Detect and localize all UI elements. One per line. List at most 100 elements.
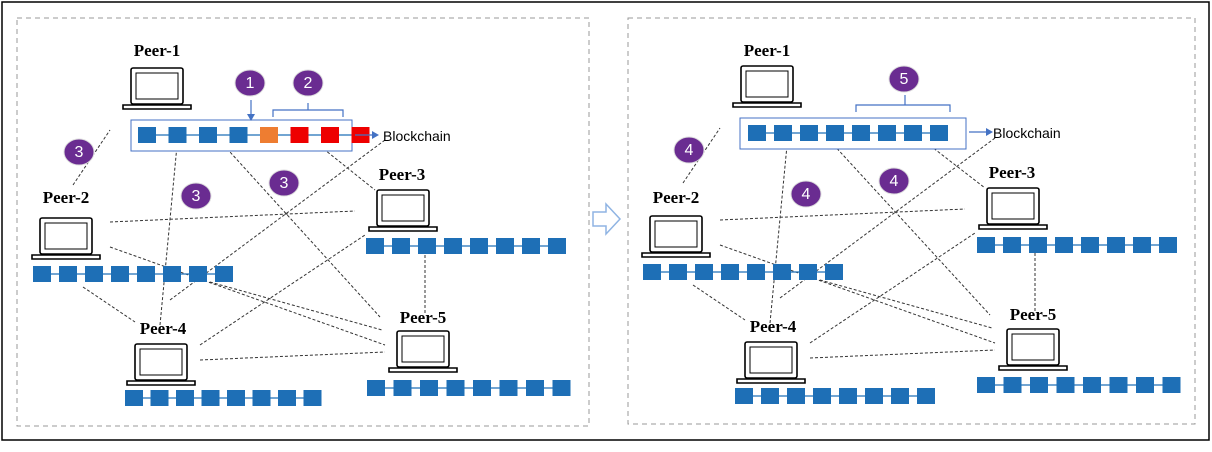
blockchain: [367, 380, 571, 396]
peer-link: [769, 134, 789, 324]
peer-link: [719, 244, 996, 344]
block: [227, 390, 245, 406]
laptop-base: [641, 252, 711, 258]
block: [813, 388, 831, 404]
block: [111, 266, 129, 282]
peer-link: [819, 279, 993, 329]
block: [446, 380, 465, 396]
peer-link: [159, 134, 179, 326]
block: [137, 266, 155, 282]
block: [1029, 237, 1047, 253]
peer-5-label: Peer-5: [1010, 305, 1057, 324]
laptop-display: [139, 348, 183, 376]
block: [552, 380, 571, 396]
laptop-base: [732, 102, 802, 108]
block: [1030, 377, 1048, 393]
laptop-icon: [736, 341, 806, 384]
block: [826, 125, 844, 141]
block: [201, 390, 220, 406]
block: [1081, 237, 1099, 253]
step-circle: [234, 69, 266, 97]
block: [748, 125, 766, 141]
peer-2-label: Peer-2: [43, 188, 90, 207]
blockchain: [366, 238, 566, 254]
laptop-display: [135, 72, 179, 100]
block: [420, 380, 438, 396]
peer-link: [109, 210, 356, 223]
block: [85, 266, 103, 282]
panel-left-border: [16, 17, 590, 427]
block: [33, 266, 51, 282]
step-marker: 3: [63, 138, 95, 166]
step-number: 2: [304, 75, 313, 92]
block: [473, 380, 491, 396]
step-marker: 4: [790, 180, 822, 208]
block: [444, 238, 462, 254]
right-arrow-icon: [592, 202, 622, 236]
block: [1109, 377, 1128, 393]
block: [59, 266, 77, 282]
block: [1056, 377, 1075, 393]
step-circle: [888, 65, 920, 93]
block: [1003, 377, 1022, 393]
peer-5-label: Peer-5: [400, 308, 447, 327]
laptop-icon: [732, 65, 802, 108]
peer-4-label: Peer-4: [750, 317, 797, 336]
block: [695, 264, 713, 280]
block: [176, 390, 194, 406]
block: [189, 266, 207, 282]
laptop-base: [736, 378, 806, 384]
laptop-icon: [368, 189, 438, 232]
block: [761, 388, 779, 404]
peer-link: [209, 281, 383, 331]
laptop-display: [749, 346, 793, 374]
laptop-icon: [978, 187, 1048, 230]
block: [865, 388, 883, 404]
block: [278, 390, 296, 406]
block: [774, 125, 792, 141]
step-marker: 1: [234, 69, 266, 97]
laptop-display: [44, 222, 88, 250]
laptop-display: [991, 192, 1035, 220]
peer-3-label: Peer-3: [989, 163, 1036, 182]
block: [747, 264, 765, 280]
laptop-icon: [998, 328, 1068, 371]
step-marker: 2: [292, 69, 324, 97]
step-marker: 4: [878, 167, 910, 195]
block: [125, 390, 143, 406]
peer-link: [819, 129, 991, 316]
laptop-display: [401, 335, 445, 363]
block: [303, 390, 322, 406]
block: [1136, 377, 1154, 393]
step-circle: [63, 138, 95, 166]
laptop-icon: [126, 343, 196, 386]
step-number: 4: [802, 186, 811, 203]
block: [168, 127, 187, 143]
step-number: 4: [890, 173, 899, 190]
block: [1055, 237, 1073, 253]
step-number: 3: [192, 188, 201, 205]
laptop-display: [654, 220, 698, 248]
block: [852, 125, 870, 141]
block: [917, 388, 935, 404]
block: [526, 380, 544, 396]
blockchain: [33, 266, 233, 282]
block: [1107, 237, 1125, 253]
blockchain: [977, 377, 1181, 393]
peer-link: [809, 232, 976, 344]
laptop-base: [122, 104, 192, 110]
block: [977, 237, 995, 253]
laptop-display: [745, 70, 789, 98]
step-circle: [180, 182, 212, 210]
peer-link: [199, 234, 366, 346]
step-marker: 3: [268, 169, 300, 197]
peer-1-label: Peer-1: [744, 41, 791, 60]
laptop-display: [381, 194, 425, 222]
blockchain: [977, 237, 1177, 253]
peer-link: [82, 286, 136, 323]
block: [290, 127, 309, 143]
block: [1159, 237, 1177, 253]
peer-link: [109, 246, 386, 346]
panel-right-border: [627, 17, 1196, 425]
step-circle: [268, 169, 300, 197]
